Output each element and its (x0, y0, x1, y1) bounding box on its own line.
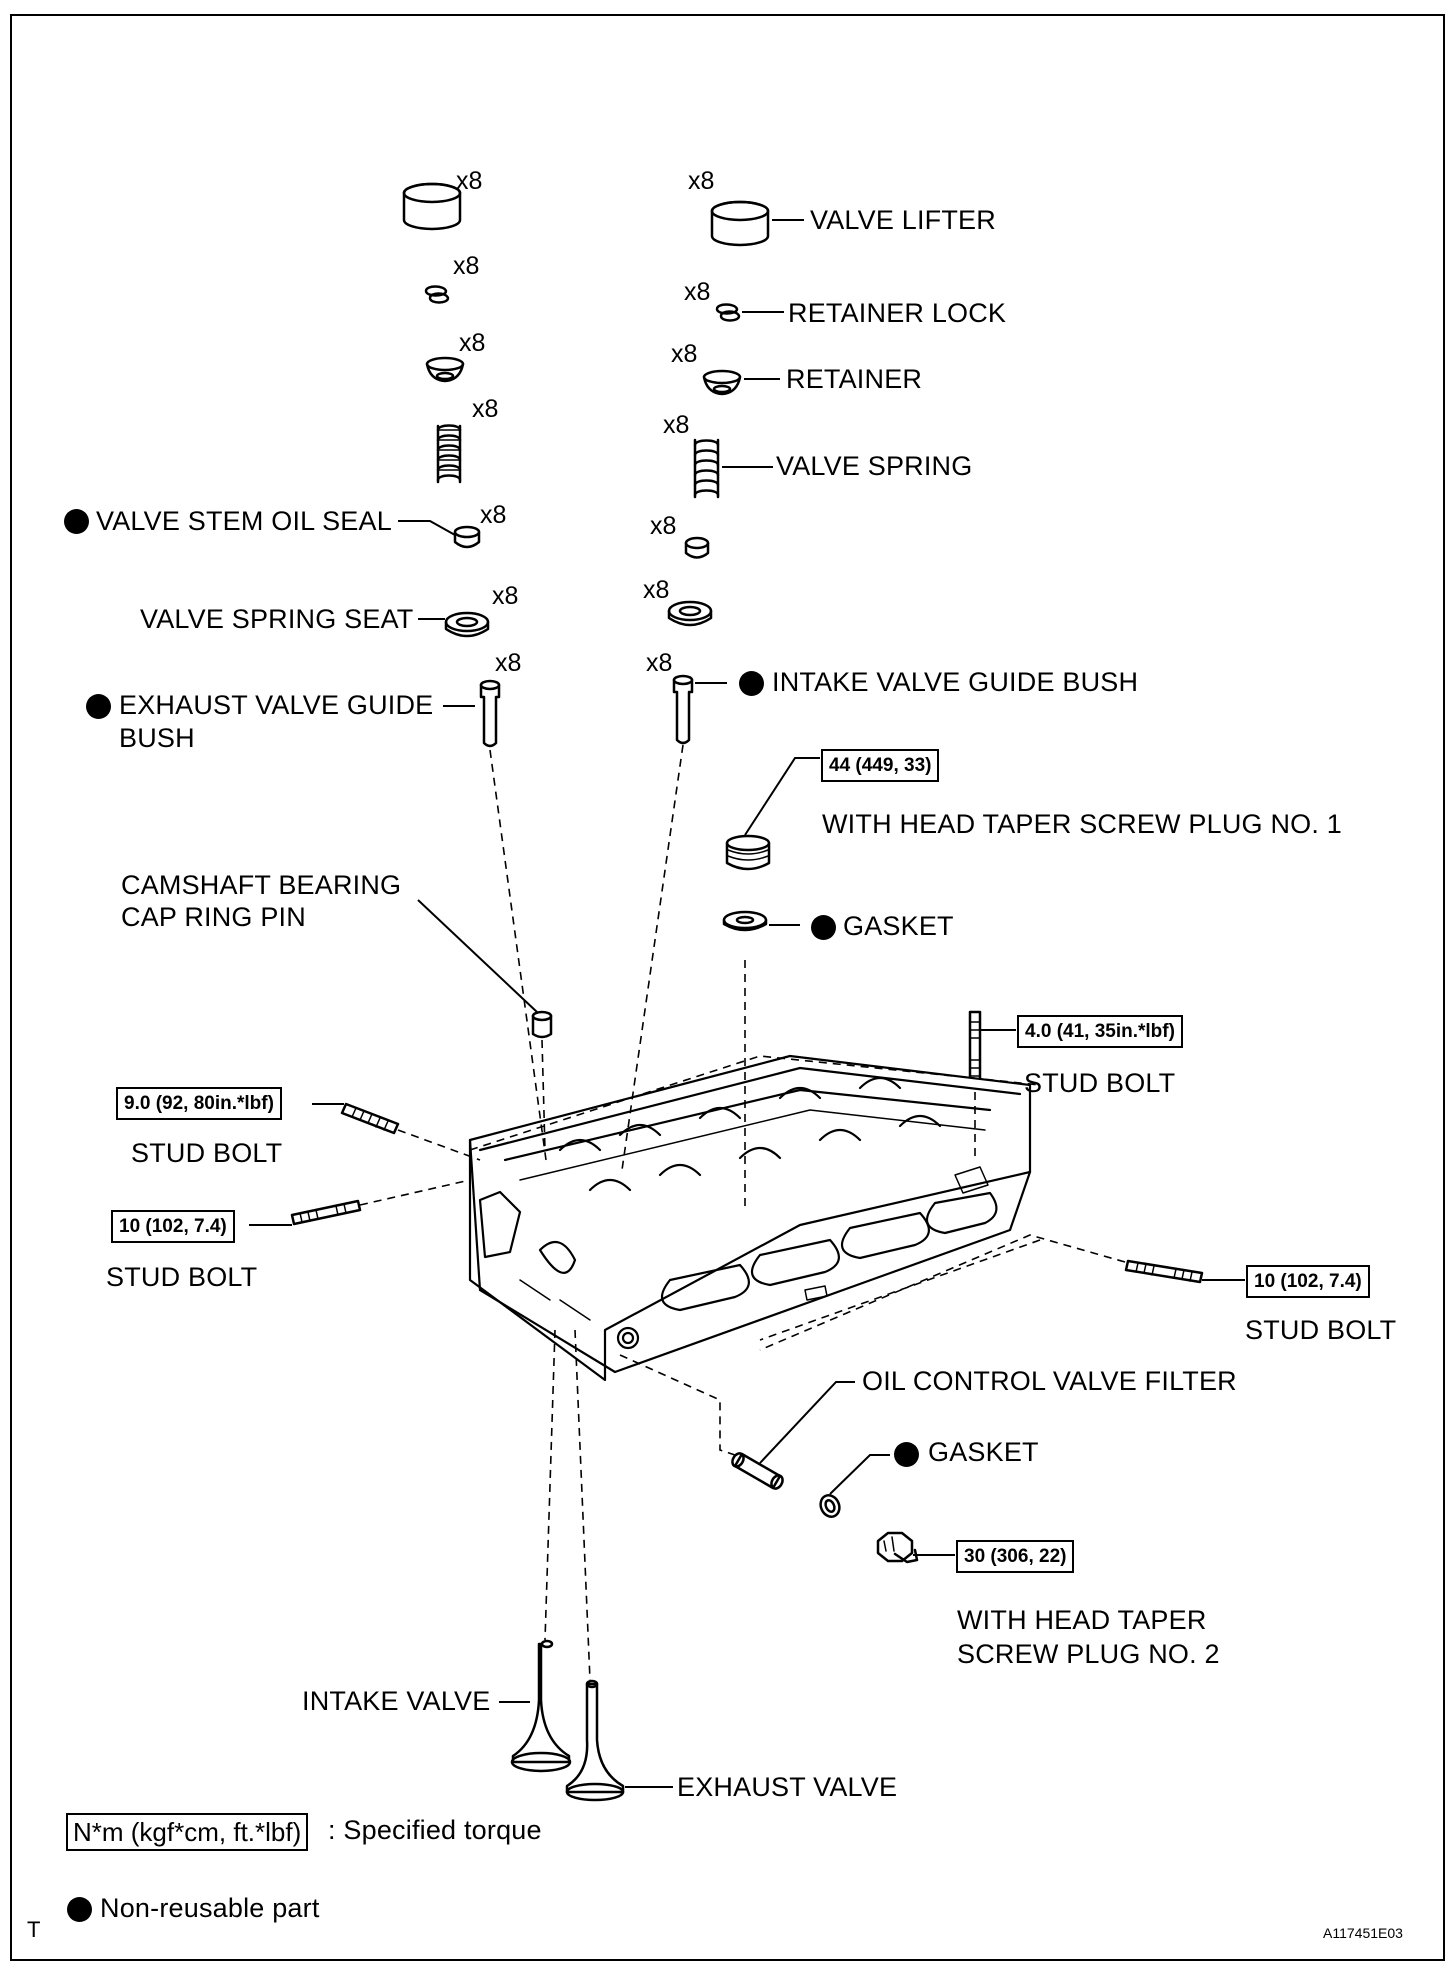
qty-spring-right: x8 (663, 411, 690, 439)
retainer-lock-right (715, 303, 741, 322)
cylinder-head (468, 1054, 1032, 1382)
nonreusable-dot-exhaust-guide (86, 694, 111, 719)
nonreusable-dot-oil-seal (64, 509, 89, 534)
label-plug-no1: WITH HEAD TAPER SCREW PLUG NO. 1 (822, 809, 1342, 839)
intake-valve-guide-bush (672, 674, 694, 745)
valve-spring-seat-right (667, 600, 713, 627)
label-cam-pin-line2: CAP RING PIN (121, 902, 306, 932)
label-stud-bolt-left-upper: STUD BOLT (131, 1138, 283, 1168)
label-gasket-bottom: GASKET (928, 1437, 1039, 1467)
valve-spring-right (693, 438, 720, 499)
label-stud-bolt-left-lower: STUD BOLT (106, 1262, 258, 1292)
qty-spring-left: x8 (472, 395, 499, 423)
label-intake-valve: INTAKE VALVE (302, 1686, 491, 1716)
label-valve-lifter: VALVE LIFTER (810, 205, 996, 235)
torque-stud-right: 10 (102, 7.4) (1246, 1265, 1370, 1298)
torque-stud-left-upper: 9.0 (92, 80in.*lbf) (116, 1087, 282, 1120)
valve-lifter-left (402, 182, 462, 231)
exhaust-valve-part (565, 1679, 625, 1802)
retainer-lock-left (424, 285, 450, 304)
leader-valve-stem-oil-seal (398, 520, 456, 536)
valve-spring-seat-left (444, 611, 490, 638)
legend-nonreusable-dot (67, 1897, 92, 1922)
label-retainer-lock: RETAINER LOCK (788, 298, 1007, 328)
label-exhaust-valve: EXHAUST VALVE (677, 1772, 898, 1802)
qty-seat-right: x8 (643, 576, 670, 604)
stud-bolt-right (1124, 1259, 1204, 1284)
qty-seal-right: x8 (650, 512, 677, 540)
valve-spring-left (436, 424, 462, 484)
label-valve-spring: VALVE SPRING (776, 451, 973, 481)
leader-cam-pin (417, 899, 538, 1013)
nonreusable-dot-gasket-top (811, 915, 836, 940)
oil-control-valve-filter (731, 1452, 784, 1490)
legend-torque-desc: : Specified torque (328, 1815, 542, 1845)
figure-id: A117451E03 (1323, 1925, 1403, 1941)
legend-torque-units: N*m (kgf*cm, ft.*lbf) (66, 1813, 309, 1851)
retainer-right (702, 369, 742, 396)
stud-bolt-left-lower (290, 1199, 362, 1226)
exhaust-valve-guide-bush (479, 679, 501, 748)
qty-retainer-right: x8 (671, 340, 698, 368)
label-exhaust-valve-guide-line2: BUSH (119, 723, 195, 753)
label-exhaust-valve-guide-line1: EXHAUST VALVE GUIDE (119, 690, 434, 720)
leader-gasket-bottom (829, 1454, 890, 1495)
label-intake-valve-guide-bush: INTAKE VALVE GUIDE BUSH (772, 667, 1139, 697)
qty-lock-left: x8 (453, 252, 480, 280)
camshaft-bearing-cap-ring-pin (531, 1010, 553, 1039)
gasket-bottom-part (819, 1494, 841, 1518)
torque-plug-no2: 30 (306, 22) (956, 1540, 1075, 1573)
nonreusable-dot-gasket-bottom (894, 1442, 919, 1467)
stud-bolt-left-upper (340, 1102, 400, 1135)
leader-oil-filter (759, 1381, 855, 1464)
nonreusable-dot-intake-guide (739, 671, 764, 696)
label-valve-stem-oil-seal: VALVE STEM OIL SEAL (96, 506, 392, 536)
retainer-left (425, 356, 465, 383)
label-stud-bolt-top-right: STUD BOLT (1024, 1068, 1176, 1098)
corner-letter: T (27, 1917, 41, 1942)
label-plug-no2-line2: SCREW PLUG NO. 2 (957, 1639, 1220, 1669)
qty-lock-right: x8 (684, 278, 711, 306)
intake-valve-part (510, 1639, 572, 1773)
legend-nonreusable-text: Non-reusable part (100, 1893, 320, 1923)
qty-seat-left: x8 (492, 582, 519, 610)
figure-frame (10, 14, 1445, 1961)
stud-bolt-top-right (968, 1010, 982, 1089)
valve-stem-oil-seal-left (453, 525, 481, 549)
qty-guide-left: x8 (495, 649, 522, 677)
qty-seal-left: x8 (480, 501, 507, 529)
screw-plug-no2 (876, 1531, 919, 1564)
label-retainer: RETAINER (786, 364, 923, 394)
label-cam-pin-line1: CAMSHAFT BEARING (121, 870, 402, 900)
torque-stud-top-right: 4.0 (41, 35in.*lbf) (1017, 1015, 1183, 1048)
gasket-top-part (722, 910, 768, 932)
qty-lifter-right: x8 (688, 167, 715, 195)
leader-plug1 (744, 757, 820, 836)
valve-lifter-right (710, 200, 770, 247)
qty-lifter-left: x8 (456, 167, 483, 195)
torque-stud-left-lower: 10 (102, 7.4) (111, 1210, 235, 1243)
screw-plug-no1 (725, 834, 771, 871)
valve-stem-oil-seal-right (684, 536, 710, 559)
label-valve-spring-seat: VALVE SPRING SEAT (140, 604, 414, 634)
qty-guide-right: x8 (646, 649, 673, 677)
label-stud-bolt-right: STUD BOLT (1245, 1315, 1397, 1345)
qty-retainer-left: x8 (459, 329, 486, 357)
label-plug-no2-line1: WITH HEAD TAPER (957, 1605, 1207, 1635)
label-oil-control-valve-filter: OIL CONTROL VALVE FILTER (862, 1366, 1237, 1396)
label-gasket-top: GASKET (843, 911, 954, 941)
torque-plug-no1: 44 (449, 33) (821, 749, 940, 782)
